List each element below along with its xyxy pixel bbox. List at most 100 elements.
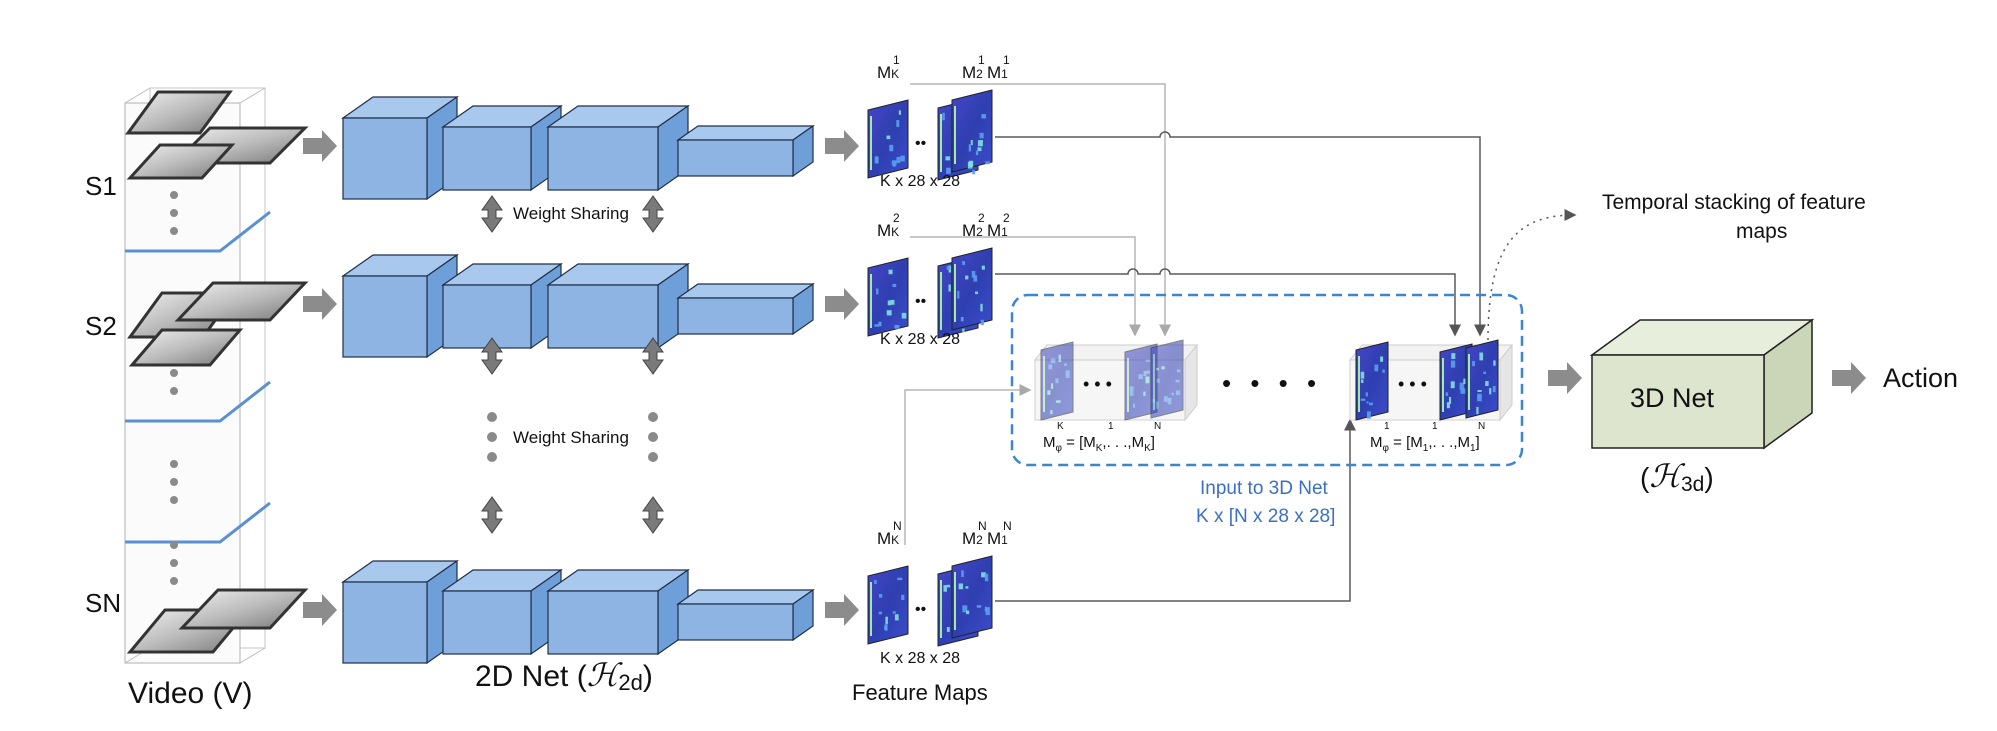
3d-net-block: [1589, 318, 1815, 450]
weight-sharing-label-2: Weight Sharing: [513, 428, 629, 447]
map-label: MK: [877, 221, 899, 240]
feature-map-tile: [1355, 341, 1389, 421]
conv-block: [341, 253, 459, 359]
dims-label-2: K x 28 x 28: [880, 331, 960, 348]
map-label-sup: 1: [893, 53, 900, 67]
svg-text:1: 1: [1108, 421, 1114, 432]
map-label: MK: [877, 529, 899, 548]
svg-text:Mφ = [M1,. . .,M1]: Mφ = [M1,. . .,M1]: [1370, 434, 1480, 454]
conv-block: [546, 568, 690, 656]
map-label: M1: [987, 529, 1008, 548]
feature-map-tile: [1465, 339, 1499, 419]
feature-maps-label: Feature Maps: [852, 680, 988, 705]
conv-block: [441, 262, 563, 350]
feature-map-tile: [867, 99, 909, 179]
map-ellipsis: ••: [915, 135, 926, 152]
feature-map-tile: [1150, 339, 1184, 419]
svg-text:K: K: [1057, 421, 1064, 432]
2d-net-label: 2D Net (ℋ2d): [475, 657, 653, 695]
input-3d-dims: K x [N x 28 x 28]: [1196, 506, 1335, 527]
feature-map-tile: [1439, 343, 1473, 421]
weight-sharing-arrows: [481, 195, 664, 534]
map-label-sup: N: [978, 519, 987, 533]
weight-sharing-dots: [487, 412, 658, 462]
feature-map-tile: [951, 89, 993, 173]
conv-block: [546, 262, 690, 350]
arrow-icon: [303, 130, 337, 626]
stack-ellipsis-small: • • •: [1398, 374, 1427, 394]
segment-label-n: SN: [85, 588, 121, 618]
action-label: Action: [1883, 363, 1958, 393]
conv-block: [676, 588, 815, 642]
arrow-icon: [825, 130, 859, 626]
net-row: [341, 559, 815, 665]
map-ellipsis: ••: [915, 601, 926, 618]
2d-net-rows: [341, 95, 815, 665]
map-label-sup: 1: [978, 53, 985, 67]
conv-block: [441, 104, 563, 192]
svg-text:1: 1: [1432, 421, 1438, 432]
segment-label-1: S1: [85, 171, 117, 201]
map-label-sup: N: [1003, 519, 1012, 533]
dims-label-n: K x 28 x 28: [880, 650, 960, 667]
feature-map-tile: [951, 247, 993, 331]
feature-stack: • • •: [1033, 339, 1199, 422]
map-label: M2: [962, 529, 983, 548]
3d-net-symbol: (ℋ3d): [1640, 458, 1714, 496]
feature-stack: • • •: [1348, 339, 1514, 422]
video-frames: [125, 90, 309, 654]
map-label: MK: [877, 63, 899, 82]
svg-text:2D Net (ℋ2d): 2D Net (ℋ2d): [475, 657, 653, 695]
map-label-sup: 2: [978, 211, 985, 225]
dims-label-1: K x 28 x 28: [880, 173, 960, 190]
svg-text:N: N: [1478, 421, 1485, 432]
conv-block: [676, 124, 815, 178]
stack-formula-left: Mφ = [MK,. . .,MK] K 1 N: [1043, 421, 1161, 454]
svg-text:1: 1: [1384, 421, 1390, 432]
svg-text:(ℋ3d): (ℋ3d): [1640, 458, 1714, 496]
temporal-stacking-label: Temporal stacking of feature: [1602, 191, 1866, 214]
segment-label-2: S2: [85, 311, 117, 341]
input-3d-box: [1010, 293, 1524, 467]
conv-block: [441, 568, 563, 656]
video-label: Video (V): [128, 677, 253, 710]
temporal-stacking-label-2: maps: [1736, 220, 1787, 243]
map-label-sup: 2: [1003, 211, 1010, 225]
arrow-icon: [1548, 362, 1582, 394]
map-ellipsis: ••: [915, 293, 926, 310]
map-label: M1: [987, 63, 1008, 82]
map-label: M2: [962, 63, 983, 82]
svg-text:N: N: [1154, 421, 1161, 432]
stack-ellipsis: • • • •: [1222, 368, 1322, 398]
conv-block: [341, 95, 459, 201]
svg-text:Mφ = [MK,. . .,MK]: Mφ = [MK,. . .,MK]: [1043, 434, 1155, 454]
conv-block: [546, 104, 690, 192]
stack-ellipsis-small: • • •: [1083, 374, 1112, 394]
map-label-sup: N: [893, 519, 902, 533]
map-label-sup: 1: [1003, 53, 1010, 67]
weight-sharing-label-1: Weight Sharing: [513, 204, 629, 223]
conv-block: [676, 282, 815, 336]
arrow-icon: [1832, 362, 1866, 394]
connector-lines: [904, 83, 1577, 602]
map-label: M2: [962, 221, 983, 240]
feature-map-tile: [1040, 341, 1074, 421]
input-3d-label: Input to 3D Net: [1200, 478, 1329, 499]
video-volume: [124, 87, 309, 664]
feature-map-tile: [867, 257, 909, 337]
conv-block: [341, 559, 459, 665]
feature-map-tile: [951, 555, 993, 639]
segment-divider: [125, 210, 271, 544]
net-row: [341, 253, 815, 359]
net-row: [341, 95, 815, 201]
3d-net-label: 3D Net: [1630, 383, 1715, 413]
feature-map-tile: [867, 565, 909, 645]
feature-stacks: • • • • • •: [1033, 339, 1514, 422]
stack-formula-right: Mφ = [M1,. . .,M1] 1 1 N: [1370, 421, 1485, 454]
map-label: M1: [987, 221, 1008, 240]
